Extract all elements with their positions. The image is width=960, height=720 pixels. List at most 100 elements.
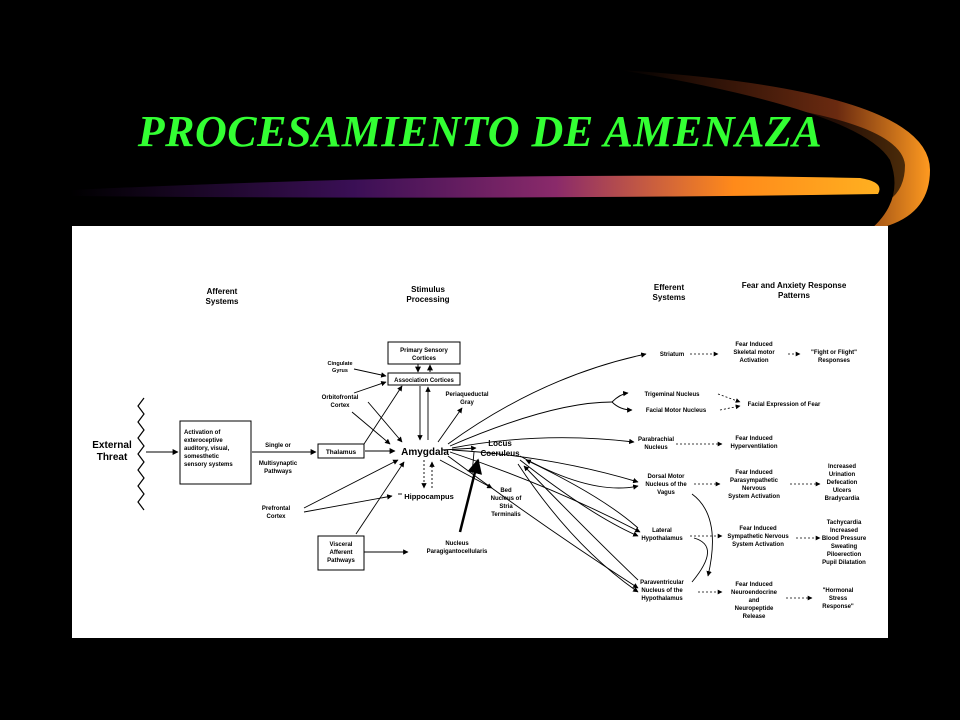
cingulate-line1: Cingulate — [327, 361, 352, 367]
efferent-lateral-line2: Hypothalamus — [641, 536, 683, 542]
parasympathetic-signs: Increased Urination Defecation Ulcers Br… — [825, 464, 860, 502]
neuro-line1: Fear Induced — [735, 582, 773, 588]
header-afferent-line2: Systems — [206, 297, 239, 306]
efferent-dorsal-motor-line2: Nucleus of the — [645, 482, 687, 488]
periaqueductal-line2: Gray — [460, 400, 474, 406]
orbitofrontal-line2: Cortex — [330, 403, 350, 409]
symp-sign-4: Sweating — [831, 544, 858, 550]
header-patterns: Fear and Anxiety Response Patterns — [742, 281, 847, 300]
visceral-line1: Visceral — [330, 542, 353, 548]
parasympathetic-line3: Nervous — [742, 486, 767, 492]
sympathetic-line1: Fear Induced — [739, 526, 777, 532]
processing-arrows — [303, 368, 493, 555]
efferent-striatum: Striatum — [660, 352, 684, 358]
response-skeletal: Fear Induced Skeletal motor Activation — [733, 342, 775, 364]
threat-zigzag — [137, 397, 145, 511]
periaqueductal-line1: Periaqueductal — [445, 392, 488, 398]
pathways-line3: Pathways — [264, 469, 292, 475]
symp-sign-2: Increased — [830, 528, 858, 534]
header-patterns-line1: Fear and Anxiety Response — [742, 281, 847, 290]
header-efferent-line1: Efferent — [654, 283, 685, 292]
hormonal-line2: Stress — [829, 596, 848, 602]
efferent-paraventricular-line1: Paraventricular — [640, 580, 684, 586]
primary-sensory-box — [387, 341, 461, 365]
activation-line2: exteroceptive — [184, 438, 223, 444]
amygdala-label: Amygdala — [401, 447, 449, 458]
sympathetic-signs: Tachycardia Increased Blood Pressure Swe… — [822, 520, 867, 566]
efferent-facial-motor: Facial Motor Nucleus — [646, 408, 707, 414]
visceral-box — [317, 535, 365, 571]
skeletal-line2: Skeletal motor — [733, 350, 775, 356]
thalamus-box — [317, 443, 365, 459]
locus-line2: Coeruleus — [480, 449, 520, 458]
neuro-line2: Neuroendocrine — [731, 590, 778, 596]
parasympathetic-line1: Fear Induced — [735, 470, 773, 476]
decorative-swoosh — [70, 70, 930, 230]
response-neuroendocrine: Fear Induced Neuroendocrine and Neuropep… — [731, 582, 778, 620]
header-patterns-line2: Patterns — [778, 291, 811, 300]
header-stimulus-line2: Processing — [406, 295, 449, 304]
symp-sign-1: Tachycardia — [827, 520, 862, 526]
bed-nucleus-line1: Bed — [500, 488, 512, 494]
neuro-line3: and — [749, 598, 760, 604]
header-afferent: Afferent Systems — [206, 287, 239, 306]
para-sign-3: Defecation — [827, 480, 858, 486]
fight-flight-line2: Responses — [818, 358, 851, 364]
orbitofrontal-line1: Orbitofrontal — [322, 395, 359, 401]
diagram-panel: Afferent Systems Stimulus Processing Eff… — [72, 226, 888, 638]
response-dashed-arrows — [676, 351, 821, 601]
para-sign-5: Bradycardia — [825, 496, 860, 502]
slide-title: PROCESAMIENTO DE AMENAZA — [137, 107, 823, 156]
activation-line5: sensory systems — [184, 462, 233, 468]
threat-processing-diagram: Afferent Systems Stimulus Processing Eff… — [92, 281, 867, 620]
bed-nucleus-line4: Terminalis — [491, 512, 521, 518]
locus-line1: Locus — [488, 439, 512, 448]
efferent-paraventricular-line2: Nucleus of the — [641, 588, 683, 594]
hormonal-line1: "Hormonal — [823, 588, 854, 594]
efferent-dorsal-motor-line1: Dorsal Motor — [647, 474, 685, 480]
hippocampus-label: Hippocampus — [404, 492, 454, 501]
efferent-lateral-line1: Lateral — [652, 528, 672, 534]
header-stimulus: Stimulus Processing — [406, 285, 449, 304]
efferent-parabrachial-line2: Nucleus — [644, 445, 668, 451]
paragigantocellularis-line1: Nucleus — [445, 541, 469, 547]
neuro-line4: Neuropeptide — [735, 606, 774, 612]
external-threat-line2: Threat — [97, 452, 128, 463]
sympathetic-line2: Sympathetic Nervous — [727, 534, 789, 540]
activation-line1: Activation of — [184, 430, 221, 436]
efferent-arrows — [447, 352, 713, 593]
cingulate-line2: Gyrus — [332, 368, 348, 374]
fight-flight-line1: "Fight or Flight" — [811, 350, 857, 356]
activation-line3: auditory, visual, — [184, 446, 230, 452]
association-box — [387, 372, 461, 386]
primary-sensory-line1: Primary Sensory — [400, 348, 448, 354]
primary-sensory-line2: Cortices — [412, 356, 437, 362]
hormonal-line3: Response" — [822, 604, 854, 610]
prefrontal-line1: Prefrontal — [262, 506, 291, 512]
efferent-parabrachial-line1: Parabrachial — [638, 437, 674, 443]
efferent-paraventricular-line3: Hypothalamus — [641, 596, 683, 602]
header-afferent-line1: Afferent — [207, 287, 238, 296]
header-stimulus-line1: Stimulus — [411, 285, 445, 294]
para-sign-4: Ulcers — [833, 488, 852, 494]
thalamus-label: Thalamus — [326, 449, 357, 456]
prefrontal-line2: Cortex — [266, 514, 286, 520]
para-sign-1: Increased — [828, 464, 856, 470]
header-efferent-line2: Systems — [653, 293, 686, 302]
visceral-line3: Pathways — [327, 558, 355, 564]
activation-line4: somesthetic — [184, 454, 220, 460]
hyperventilation-line2: Hyperventilation — [730, 444, 777, 450]
sympathetic-line3: System Activation — [732, 542, 784, 548]
para-sign-2: Urination — [829, 472, 856, 478]
pathways-line1: Single or — [265, 443, 291, 449]
symp-sign-6: Pupil Dilatation — [822, 560, 866, 566]
parasympathetic-line4: System Activation — [728, 494, 780, 500]
facial-expression-label: Facial Expression of Fear — [748, 402, 821, 408]
parasympathetic-line2: Parasympathetic — [730, 478, 779, 484]
activation-box — [179, 420, 252, 485]
skeletal-line1: Fear Induced — [735, 342, 773, 348]
skeletal-line3: Activation — [739, 358, 768, 364]
hyperventilation-line1: Fear Induced — [735, 436, 773, 442]
header-efferent: Efferent Systems — [653, 283, 686, 302]
external-threat-line1: External — [92, 440, 132, 451]
